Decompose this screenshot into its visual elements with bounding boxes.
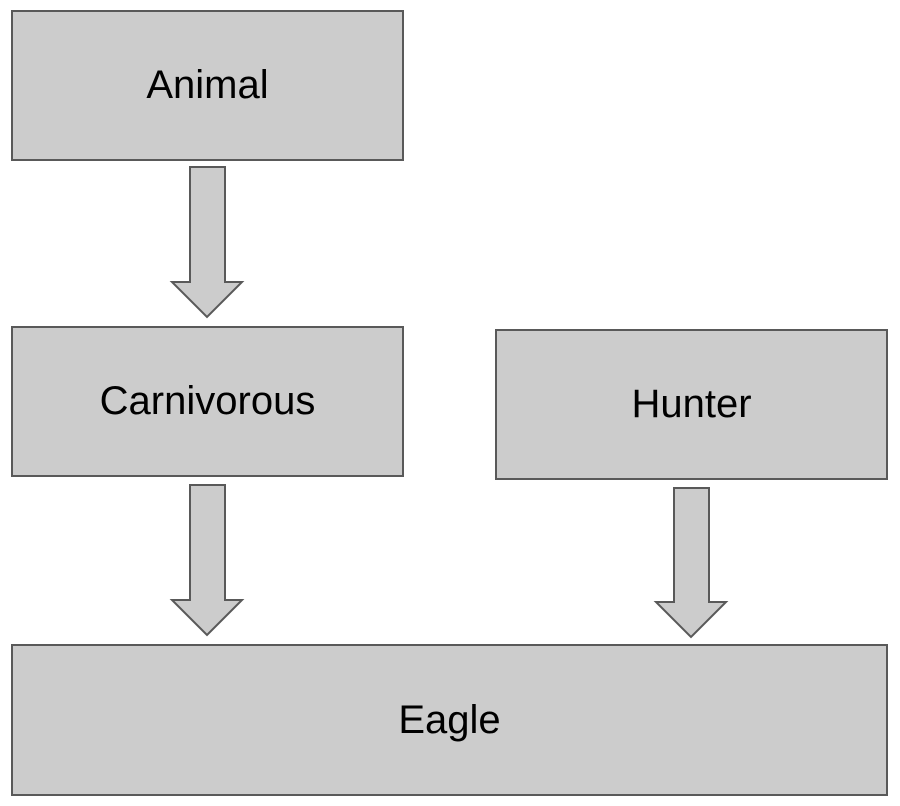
node-hunter: Hunter <box>495 329 888 480</box>
arrow-hunter-to-eagle <box>653 487 729 639</box>
arrow-carnivorous-to-eagle <box>169 484 245 637</box>
node-animal: Animal <box>11 10 404 161</box>
node-carnivorous-label: Carnivorous <box>99 379 316 423</box>
node-eagle: Eagle <box>11 644 888 796</box>
node-carnivorous: Carnivorous <box>11 326 404 477</box>
arrow-animal-to-carnivorous <box>169 166 245 319</box>
node-hunter-label: Hunter <box>631 382 752 426</box>
node-eagle-label: Eagle <box>398 697 501 742</box>
node-animal-label: Animal <box>146 63 269 107</box>
